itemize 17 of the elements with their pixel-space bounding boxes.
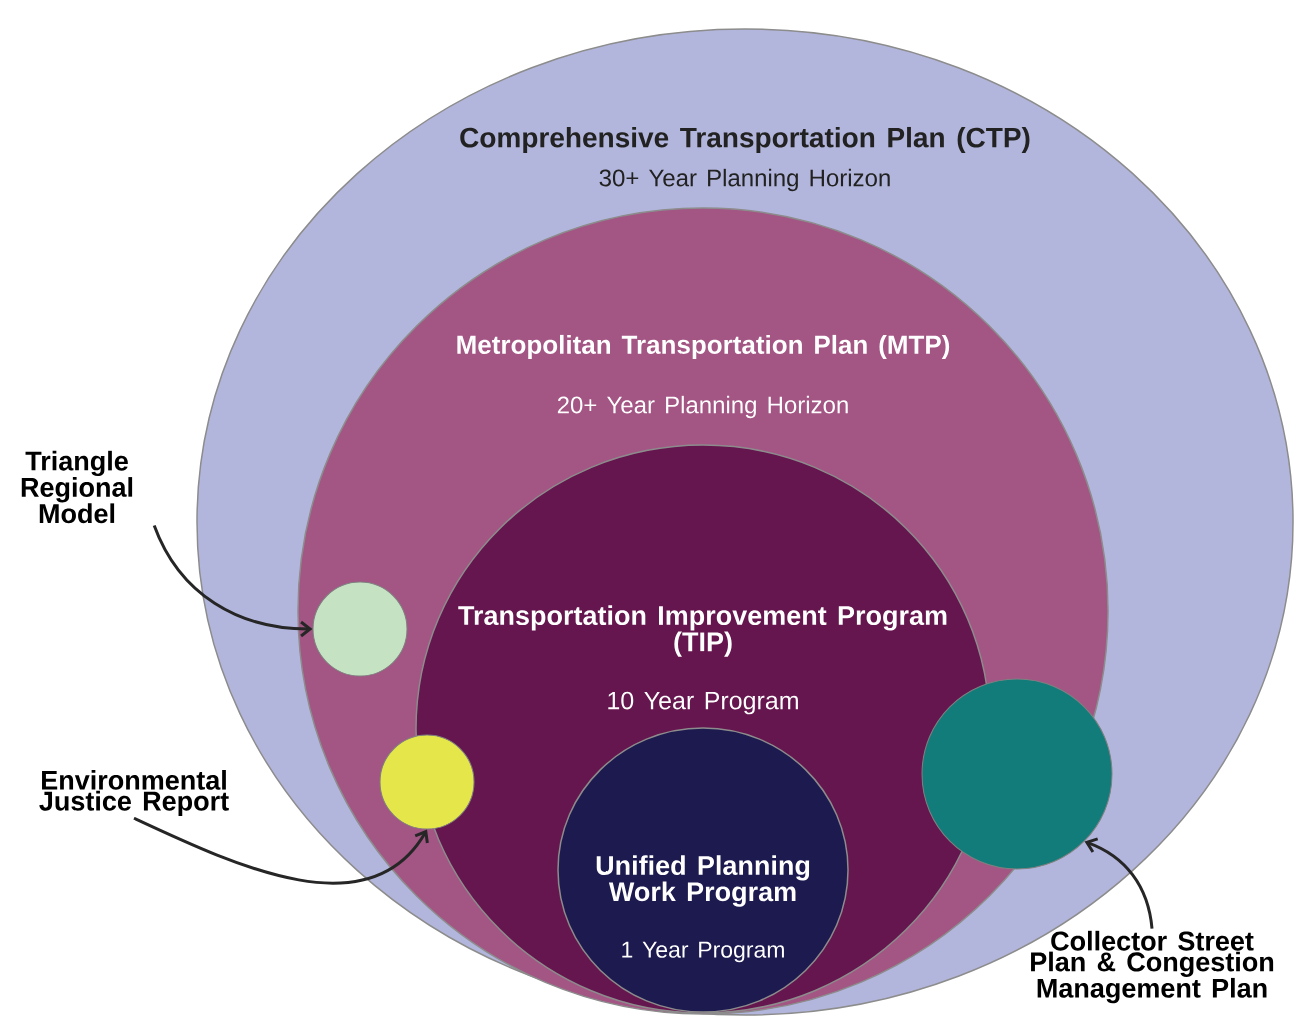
horizon-label: 1 Year Program	[622, 941, 784, 963]
plan-title: Metropolitan Transportation Plan (MTP)	[457, 334, 950, 360]
plan-title: Unified Planning Work Program	[596, 855, 810, 907]
horizon-label: 10 Year Program	[608, 691, 798, 715]
arrow	[133, 816, 429, 885]
report-circle	[312, 581, 408, 677]
horizon-label: 20+ Year Planning Horizon	[557, 395, 848, 419]
report-circle	[921, 678, 1113, 870]
report-label: Collector Street Plan & Congestion Management Plan	[1031, 930, 1274, 1004]
report-circle	[379, 734, 475, 830]
arrow	[152, 524, 313, 638]
plan-title: Transportation Improvement Program (TIP)	[458, 605, 947, 657]
report-label: Triangle Regional Model	[21, 450, 133, 524]
arrow	[1084, 837, 1154, 929]
report-label: Environmental Justice Report	[39, 770, 229, 816]
plan-title: Comprehensive Transportation Plan (CTP)	[460, 126, 1030, 154]
horizon-label: 30+ Year Planning Horizon	[599, 168, 890, 192]
